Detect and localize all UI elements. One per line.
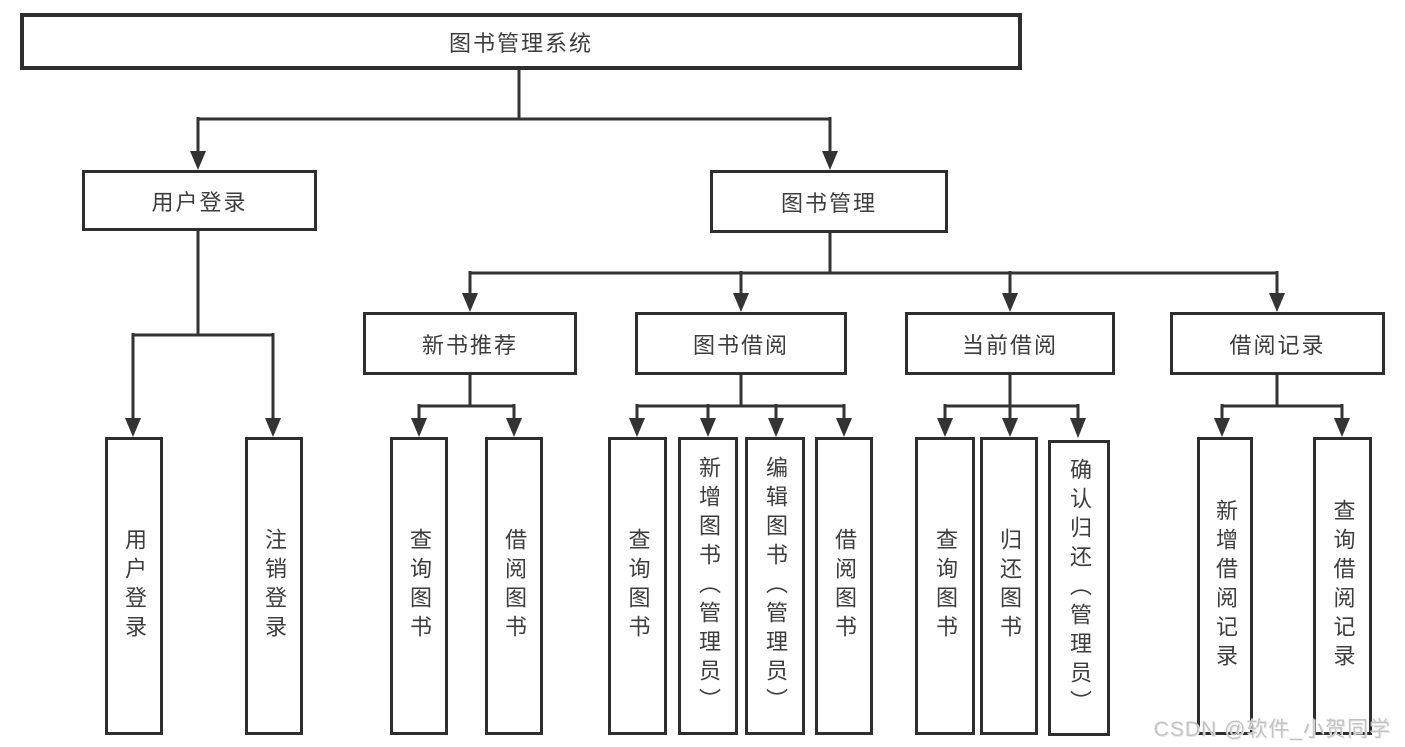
node-new-book-recommendation: 新书推荐 — [363, 312, 577, 375]
node-label: 新书推荐 — [421, 332, 518, 358]
leaf-newrec-borrow-books: 借阅图书 — [485, 437, 543, 735]
leaf-confirm-return-admin: 确认归还（管理员） — [1048, 440, 1110, 736]
node-label: 用户登录 — [151, 189, 248, 215]
leaf-label: 新增图书（管理员） — [696, 455, 721, 717]
leaf-borrow-borrow-books: 借阅图书 — [815, 437, 873, 735]
leaf-label: 借阅图书 — [832, 528, 857, 644]
leaf-label: 注销登录 — [262, 528, 287, 644]
node-library-management-system: 图书管理系统 — [20, 13, 1022, 70]
node-label: 借阅记录 — [1229, 332, 1326, 358]
leaf-return-books: 归还图书 — [980, 437, 1038, 735]
node-borrowing-records: 借阅记录 — [1170, 312, 1385, 375]
leaf-label: 确认归还（管理员） — [1067, 457, 1092, 719]
node-user-login: 用户登录 — [82, 170, 317, 231]
node-book-management: 图书管理 — [710, 170, 948, 233]
node-label: 图书借阅 — [692, 332, 789, 358]
leaf-borrow-query-books: 查询图书 — [608, 437, 667, 735]
leaf-label: 归还图书 — [997, 528, 1022, 644]
leaf-newrec-query-books: 查询图书 — [390, 437, 448, 735]
leaf-label: 编辑图书（管理员） — [763, 455, 788, 717]
leaf-current-query-books: 查询图书 — [915, 437, 975, 735]
csdn-watermark: CSDN @软件_小贺同学 — [1153, 718, 1391, 741]
leaf-query-borrow-record: 查询借阅记录 — [1313, 437, 1372, 735]
leaf-label: 用户登录 — [122, 528, 147, 644]
leaf-label: 借阅图书 — [502, 528, 527, 644]
leaf-label: 查询图书 — [625, 528, 651, 644]
node-label: 图书管理系统 — [448, 30, 593, 56]
leaf-label: 查询借阅记录 — [1330, 499, 1356, 673]
leaf-add-borrow-record: 新增借阅记录 — [1197, 437, 1253, 735]
leaf-label: 查询图书 — [407, 528, 432, 644]
node-label: 图书管理 — [780, 190, 877, 216]
connector-strokes — [131, 70, 1344, 421]
node-book-borrowing: 图书借阅 — [635, 312, 847, 375]
node-current-borrowing: 当前借阅 — [905, 312, 1115, 375]
leaf-user-login: 用户登录 — [105, 437, 163, 735]
leaf-logout: 注销登录 — [245, 437, 303, 735]
leaf-label: 新增借阅记录 — [1213, 499, 1238, 673]
leaf-add-books-admin: 新增图书（管理员） — [678, 437, 738, 735]
node-label: 当前借阅 — [961, 332, 1058, 358]
leaf-edit-books-admin: 编辑图书（管理员） — [745, 437, 805, 735]
arrowheads — [125, 151, 1350, 438]
leaf-label: 查询图书 — [933, 528, 958, 644]
